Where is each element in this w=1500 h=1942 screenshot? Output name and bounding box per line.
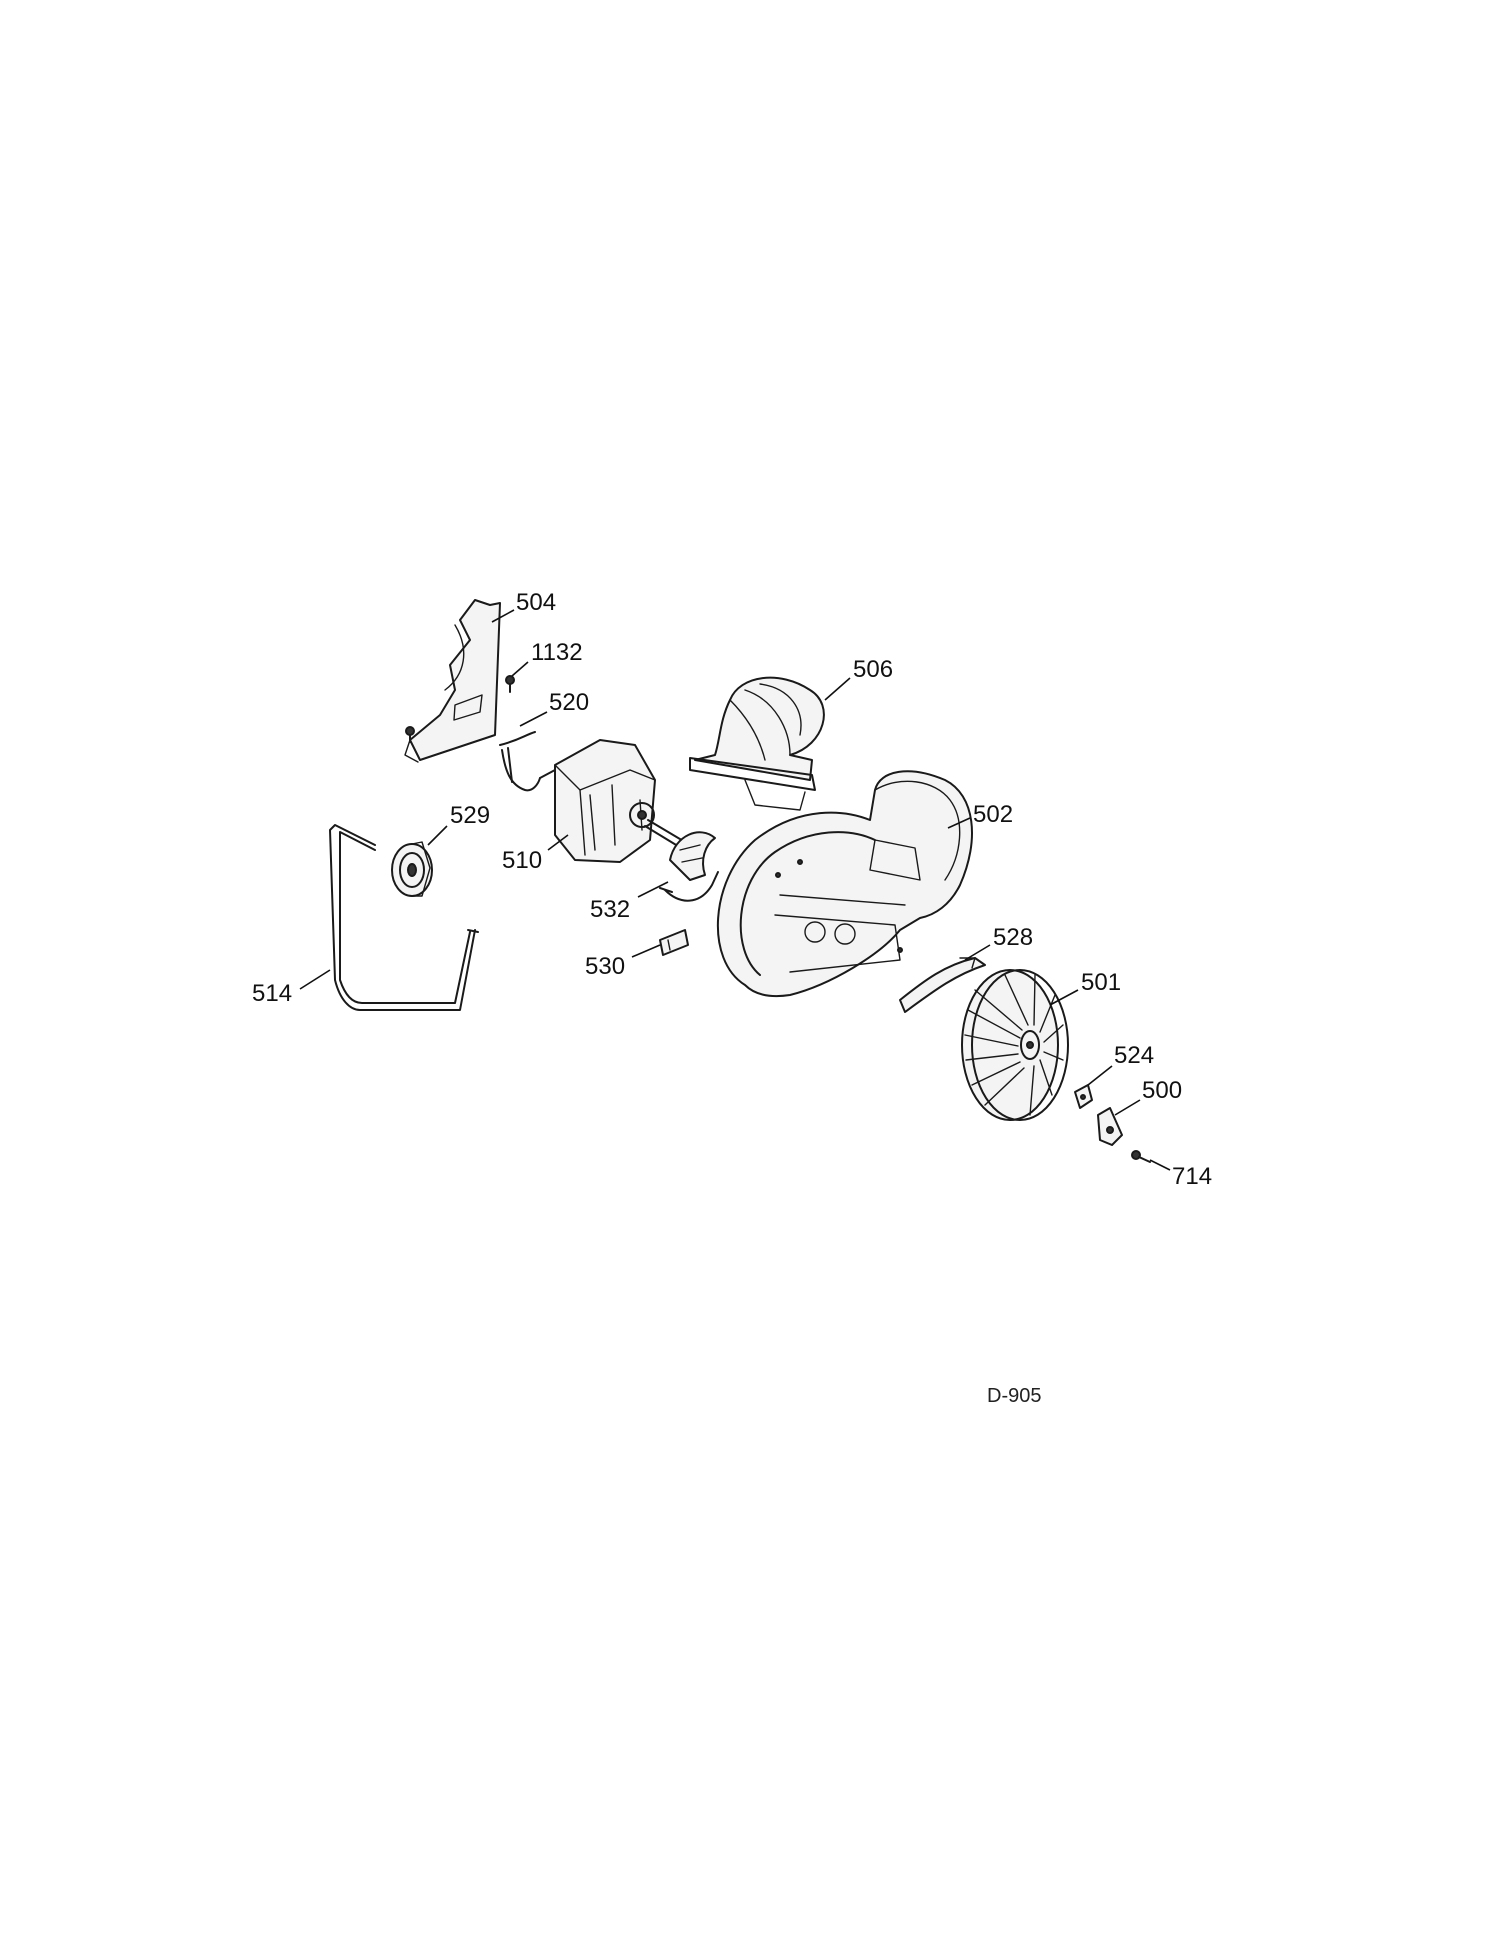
callout-504: 504 xyxy=(516,589,556,616)
leader-506 xyxy=(824,677,851,701)
leader-532 xyxy=(637,881,669,898)
callout-510: 510 xyxy=(502,847,542,874)
drawing-id: D-905 xyxy=(987,1385,1041,1407)
callout-532: 532 xyxy=(590,896,630,923)
leader-520 xyxy=(519,711,548,727)
callout-502: 502 xyxy=(973,801,1013,828)
leader-501 xyxy=(1049,989,1079,1006)
part-502-housing xyxy=(716,770,973,998)
part-714-screw xyxy=(1131,1150,1151,1163)
part-1132-screw xyxy=(405,675,515,743)
leader-504 xyxy=(491,609,515,623)
part-528-seal xyxy=(899,957,986,1013)
callout-506: 506 xyxy=(853,656,893,683)
leader-500 xyxy=(1114,1099,1141,1116)
part-514-belt xyxy=(329,824,479,1011)
leader-524 xyxy=(1087,1065,1113,1086)
leader-502 xyxy=(947,817,971,829)
callout-1132: 1132 xyxy=(531,639,583,666)
leader-714 xyxy=(1149,1159,1171,1171)
part-532-clamp xyxy=(659,831,719,902)
part-529-pulley xyxy=(391,841,433,897)
callout-514: 514 xyxy=(252,980,292,1007)
part-500-plate xyxy=(1097,1107,1123,1146)
leader-514 xyxy=(299,969,331,990)
callout-530: 530 xyxy=(585,953,625,980)
leader-530 xyxy=(631,944,661,958)
callout-labels: 504 1132 520 506 529 510 502 532 514 530… xyxy=(252,589,1212,1190)
leader-510 xyxy=(547,834,569,851)
part-504-bracket xyxy=(404,599,501,763)
part-501-blower-wheel xyxy=(961,969,1069,1121)
leader-lines xyxy=(299,609,1171,1171)
part-506-duct xyxy=(689,676,825,811)
callout-528: 528 xyxy=(993,924,1033,951)
callout-714: 714 xyxy=(1172,1163,1212,1190)
callout-501: 501 xyxy=(1081,969,1121,996)
part-510-motor xyxy=(539,739,691,863)
part-520-clip xyxy=(499,731,541,792)
part-524-retainer xyxy=(1074,1084,1093,1109)
part-530-bracket xyxy=(659,929,689,956)
callout-524: 524 xyxy=(1114,1042,1154,1069)
callout-520: 520 xyxy=(549,689,589,716)
callout-529: 529 xyxy=(450,802,490,829)
leader-529 xyxy=(427,825,448,846)
leader-1132 xyxy=(511,661,529,677)
leader-528 xyxy=(964,944,991,961)
callout-500: 500 xyxy=(1142,1077,1182,1104)
